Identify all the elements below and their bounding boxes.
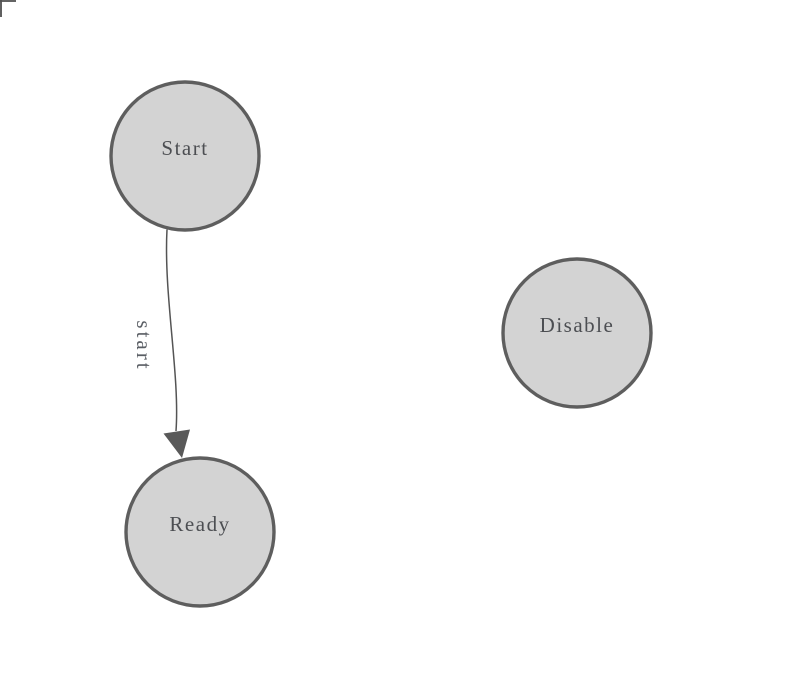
state-label: Start [161, 136, 208, 160]
state-circle [501, 257, 653, 409]
canvas-origin-marker-icon [0, 0, 16, 17]
edge-layer: start [132, 229, 190, 459]
arrowhead-icon [163, 429, 190, 458]
edge-label[interactable]: start [132, 320, 156, 371]
state-circle [109, 80, 261, 232]
edge-line [165, 229, 178, 432]
edge-start-ready[interactable]: start [132, 229, 190, 459]
state-circle [124, 456, 276, 608]
state-node-disable[interactable]: Disable [501, 257, 653, 409]
state-label: Disable [540, 313, 615, 337]
state-label: Ready [169, 512, 230, 536]
state-node-ready[interactable]: Ready [124, 456, 276, 608]
state-node-start[interactable]: Start [109, 80, 261, 232]
